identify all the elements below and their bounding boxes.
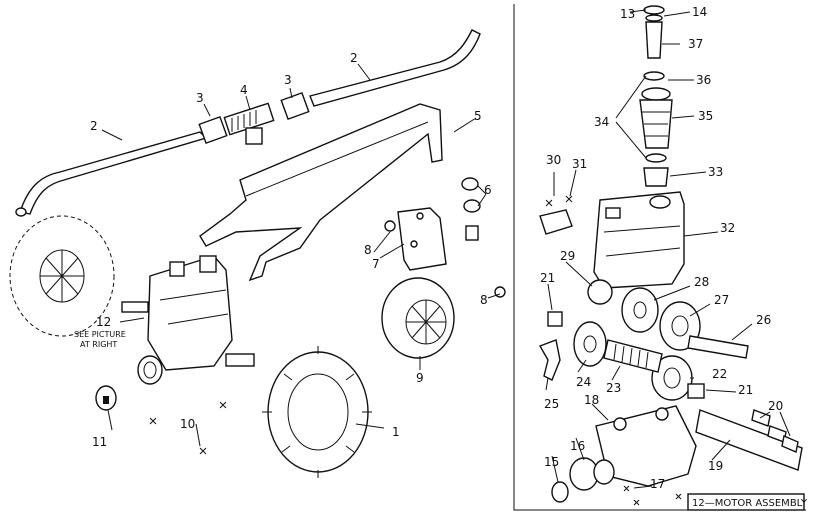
label-7: 7 (372, 257, 380, 271)
label-33: 33 (708, 165, 723, 179)
label-34: 34 (594, 115, 609, 129)
label-22: 22 (712, 367, 727, 381)
label-12: 12 (96, 315, 111, 329)
gear-24 (573, 321, 607, 367)
label-14: 14 (692, 5, 707, 19)
label-5: 5 (474, 109, 482, 123)
label-19: 19 (708, 459, 723, 473)
label-8b: 8 (480, 293, 488, 307)
screws-10 (149, 401, 227, 455)
nozzle-16 (569, 457, 615, 491)
frame (199, 103, 443, 282)
motor-housing (121, 255, 255, 385)
label-28: 28 (694, 275, 709, 289)
screws-17 (623, 485, 682, 506)
coupling-nut-left (198, 115, 228, 145)
leader-lines-right (545, 9, 791, 489)
wheel-9 (381, 277, 455, 359)
label-13: 13 (620, 7, 635, 21)
label-21a: 21 (540, 271, 555, 285)
label-27: 27 (714, 293, 729, 307)
label-36: 36 (696, 73, 711, 87)
base-housing (595, 405, 697, 487)
label-11: 11 (92, 435, 107, 449)
label-3a: 3 (196, 91, 204, 105)
hose-right (309, 29, 481, 107)
nozzle-cap (95, 385, 117, 411)
label-23: 23 (606, 381, 621, 395)
wheel-bottom (262, 346, 372, 478)
shaft-23 (603, 339, 663, 373)
label-26: 26 (756, 313, 771, 327)
cap-15 (551, 481, 569, 503)
label-32: 32 (720, 221, 735, 235)
motor-assembly-box: 12—MOTOR ASSEMBLY (687, 493, 808, 511)
see-picture-note-2: AT RIGHT (80, 340, 117, 349)
wheel-left-top (9, 215, 115, 337)
label-25: 25 (544, 397, 559, 411)
label-35: 35 (698, 109, 713, 123)
gear-housing (593, 191, 685, 289)
label-6: 6 (484, 183, 492, 197)
label-16: 16 (570, 439, 585, 453)
label-21b: 21 (738, 383, 753, 397)
label-1: 1 (392, 425, 400, 439)
coupling-nut-right (280, 91, 310, 121)
label-20: 20 (768, 399, 783, 413)
shaft-26 (687, 335, 749, 359)
label-37: 37 (688, 37, 703, 51)
see-picture-note-1: SEE PICTURE (74, 330, 126, 339)
motor-assembly-title: 12—MOTOR ASSEMBLY (692, 498, 808, 509)
label-10: 10 (180, 417, 195, 431)
gear-29 (587, 279, 613, 305)
label-2b: 2 (350, 51, 358, 65)
gear-28 (621, 287, 659, 333)
label-17: 17 (650, 477, 665, 491)
hose-left (15, 131, 208, 217)
label-31: 31 (572, 157, 587, 171)
label-29: 29 (560, 249, 575, 263)
top-stack (639, 5, 673, 187)
bushing-21a (547, 311, 563, 327)
label-3b: 3 (284, 73, 292, 87)
screw-small (384, 220, 396, 232)
label-4: 4 (240, 83, 248, 97)
label-9: 9 (416, 371, 424, 385)
label-8a: 8 (364, 243, 372, 257)
label-30: 30 (546, 153, 561, 167)
washer-nut (461, 177, 481, 241)
leader-lines-left (101, 63, 501, 447)
lever-25 (538, 339, 561, 381)
label-15: 15 (544, 455, 559, 469)
label-2a: 2 (90, 119, 98, 133)
shaft-19 (695, 409, 803, 471)
screw-30-31 (539, 195, 573, 235)
tee-fitting (223, 102, 275, 145)
bushing-21b (687, 383, 705, 399)
bracket (397, 207, 447, 271)
label-24: 24 (576, 375, 591, 389)
label-18: 18 (584, 393, 599, 407)
